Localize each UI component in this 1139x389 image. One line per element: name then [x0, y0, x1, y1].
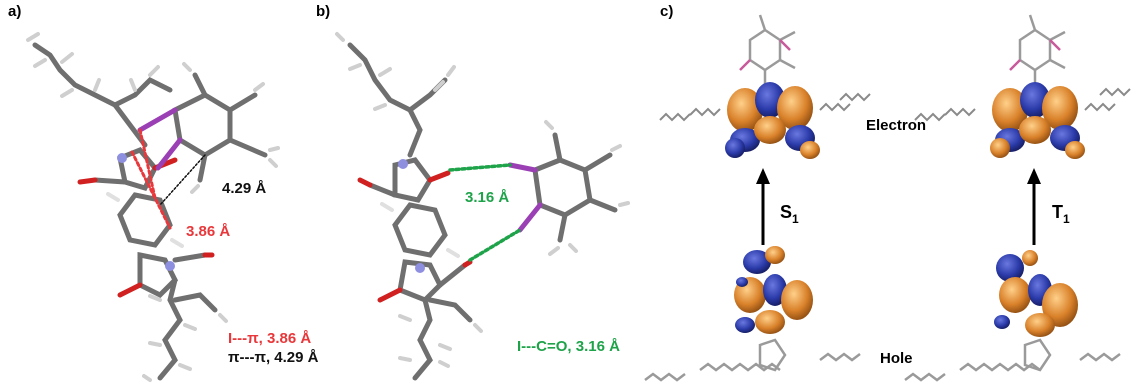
- arrow-s1: [756, 168, 770, 245]
- distance-pi-pi: 4.29 Å: [222, 180, 266, 197]
- distance-i-pi: 3.86 Å: [186, 223, 230, 240]
- caption-pi-pi: π---π, 4.29 Å: [228, 349, 319, 366]
- arrow-t1: [1027, 168, 1041, 245]
- panel-c-letter: c): [660, 3, 673, 20]
- electron-label: Electron: [866, 117, 926, 134]
- panel-a-letter: a): [8, 3, 21, 20]
- molecule-b: [335, 32, 630, 381]
- t1-electron-orbital: [914, 14, 1131, 159]
- panel-b-letter: b): [316, 3, 330, 20]
- distance-i-co: 3.16 Å: [465, 189, 509, 206]
- caption-i-pi: I---π, 3.86 Å: [228, 330, 311, 347]
- t1-label: T1: [1052, 202, 1070, 226]
- caption-i-co: I---C=O, 3.16 Å: [517, 338, 620, 355]
- s1-electron-orbital: [659, 14, 871, 159]
- panel-a: a): [8, 3, 319, 382]
- s1-hole-orbital: [644, 246, 861, 382]
- panel-c: c): [644, 3, 1131, 382]
- panel-b: b): [316, 3, 630, 381]
- hole-label: Hole: [880, 350, 913, 367]
- molecule-a: [26, 32, 280, 382]
- s1-label: S1: [780, 202, 799, 226]
- t1-hole-orbital: [904, 250, 1121, 382]
